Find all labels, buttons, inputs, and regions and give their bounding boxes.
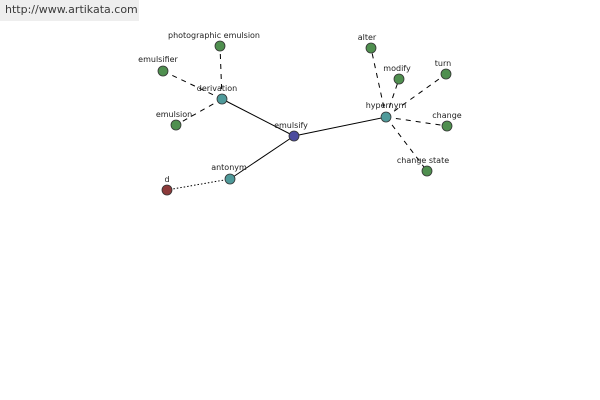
edges-layer xyxy=(162,45,448,191)
edge-antonym-d xyxy=(166,178,231,191)
node-label-d[interactable]: d xyxy=(164,175,169,184)
site-banner: http://www.artikata.com xyxy=(0,0,139,21)
node-label-antonym[interactable]: antonym xyxy=(211,163,247,172)
node-label-turn[interactable]: turn xyxy=(435,59,451,68)
node-label-photographic-emulsion[interactable]: photographic emulsion xyxy=(168,31,260,40)
node-alter[interactable] xyxy=(365,42,377,54)
edge-hypernym-modify xyxy=(385,78,400,118)
edge-emulsify-derivation xyxy=(221,98,295,137)
node-label-modify[interactable]: modify xyxy=(383,64,411,73)
node-label-derivation[interactable]: derivation xyxy=(197,84,237,93)
nodes-layer xyxy=(157,40,453,196)
node-label-change[interactable]: change xyxy=(432,111,462,120)
node-label-change-state[interactable]: change state xyxy=(397,156,449,165)
node-change[interactable] xyxy=(441,120,453,132)
node-label-emulsify[interactable]: emulsify xyxy=(274,121,308,130)
node-change-state[interactable] xyxy=(421,165,433,177)
node-d[interactable] xyxy=(161,184,173,196)
node-emulsion[interactable] xyxy=(170,119,182,131)
node-label-hypernym[interactable]: hypernym xyxy=(366,101,407,110)
node-antonym[interactable] xyxy=(224,173,236,185)
edge-hypernym-change xyxy=(385,116,448,127)
edge-derivation-emulsifier xyxy=(162,70,223,100)
node-modify[interactable] xyxy=(393,73,405,85)
node-label-emulsifier[interactable]: emulsifier xyxy=(138,55,178,64)
edge-hypernym-alter xyxy=(370,47,387,118)
node-emulsifier[interactable] xyxy=(157,65,169,77)
node-hypernym[interactable] xyxy=(380,111,392,123)
edge-emulsify-antonym xyxy=(229,135,295,180)
edge-hypernym-turn xyxy=(385,73,447,118)
node-derivation[interactable] xyxy=(216,93,228,105)
node-label-alter[interactable]: alter xyxy=(358,33,377,42)
edge-hypernym-change-state xyxy=(385,116,428,172)
edge-derivation-photographic-emulsion xyxy=(219,45,223,100)
site-url-link[interactable]: http://www.artikata.com xyxy=(5,3,138,16)
node-label-emulsion[interactable]: emulsion xyxy=(156,110,192,119)
edge-emulsify-hypernym xyxy=(293,116,387,137)
edge-derivation-emulsion xyxy=(175,98,223,126)
node-turn[interactable] xyxy=(440,68,452,80)
labels-layer: emulsify derivation hypernym antonym photogr… xyxy=(138,31,462,184)
node-photographic-emulsion[interactable] xyxy=(214,40,226,52)
node-emulsify[interactable] xyxy=(288,130,300,142)
